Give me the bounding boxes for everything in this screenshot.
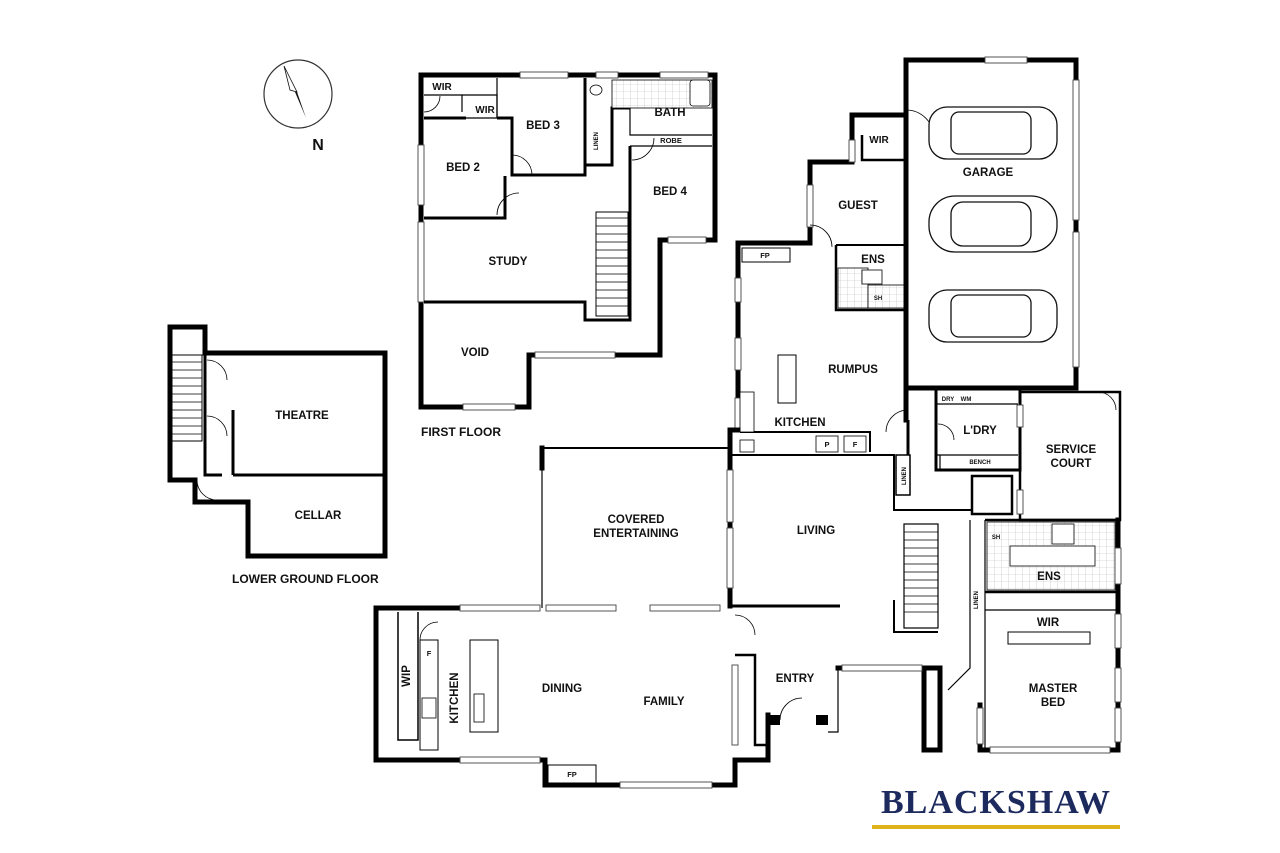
bench-label: BENCH: [969, 460, 990, 466]
laundry-label: L'DRY: [963, 425, 997, 437]
void-label: VOID: [461, 347, 489, 359]
theatre-label: THEATRE: [275, 410, 329, 422]
bath-label: BATH: [654, 107, 685, 119]
master-wir-label: WIR: [1037, 617, 1060, 629]
robe-label: ROBE: [660, 136, 682, 145]
guest-ens-label: ENS: [861, 254, 885, 266]
washer-label: WM: [961, 397, 972, 403]
hall-linen-label: LINEN: [902, 467, 908, 485]
dining-label: DINING: [542, 683, 582, 695]
dryer-label: DRY: [942, 397, 954, 403]
bed4-label: BED 4: [653, 186, 687, 198]
first-floor-plan: [417, 71, 718, 411]
brand-underline: [872, 825, 1120, 829]
first-linen-label: LINEN: [594, 132, 600, 150]
covered-line1: COVERED: [608, 514, 665, 526]
service-court-line1: SERVICE: [1046, 444, 1097, 456]
master-suite: [921, 517, 1122, 754]
main-fridge-label: F: [427, 649, 432, 658]
bed3-label: BED 3: [526, 120, 560, 132]
bed2-label: BED 2: [446, 162, 480, 174]
first-floor-label: FIRST FLOOR: [421, 425, 501, 439]
entry-label: ENTRY: [776, 673, 815, 685]
garage-car-3-icon: [928, 289, 1058, 343]
fridge-label: F: [853, 440, 858, 449]
master-linen-label: LINEN: [974, 591, 980, 609]
lower-ground-plan: [167, 324, 388, 559]
compass-north-label: N: [312, 137, 324, 154]
lower-ground-floor-label: LOWER GROUND FLOOR: [232, 572, 379, 586]
cellar-label: CELLAR: [295, 510, 342, 522]
ground-east-wing: [734, 56, 1080, 453]
entry-area: [768, 664, 927, 733]
living-area: [539, 445, 972, 633]
garage-label: GARAGE: [963, 167, 1014, 179]
garage-car-2-icon: [928, 195, 1058, 253]
brand-logo: BLACKSHAW: [880, 784, 1112, 821]
wip-label: WIP: [401, 665, 413, 687]
compass-icon: [263, 59, 333, 129]
main-living-wing: [373, 604, 771, 789]
master-bed-line1: MASTER: [1029, 683, 1078, 695]
pantry-label: P: [824, 440, 829, 449]
guest-label: GUEST: [838, 200, 878, 212]
main-kitchen-label: KITCHEN: [449, 672, 461, 723]
study-label: STUDY: [489, 256, 528, 268]
rumpus-fp-label: FP: [760, 251, 770, 260]
guest-wir-label: WIR: [869, 135, 889, 146]
living-label: LIVING: [797, 525, 835, 537]
master-ens-label: ENS: [1037, 571, 1061, 583]
service-court-line2: COURT: [1051, 458, 1092, 470]
covered-line2: ENTERTAINING: [593, 528, 678, 540]
laundry-service-area: [895, 388, 1122, 522]
dining-fp-label: FP: [567, 770, 577, 779]
first-wir-a-label: WIR: [432, 82, 452, 93]
guest-shower-label: SH: [874, 296, 882, 302]
first-floor-stair-icon: [595, 211, 629, 317]
rumpus-kitchen-label: KITCHEN: [774, 417, 825, 429]
lower-stair-icon: [171, 354, 203, 442]
first-wir-b-label: WIR: [475, 105, 495, 116]
living-stair-icon: [903, 523, 939, 629]
rumpus-label: RUMPUS: [828, 364, 878, 376]
garage-car-1-icon: [928, 106, 1058, 160]
master-shower-label: SH: [992, 535, 1000, 541]
family-label: FAMILY: [643, 696, 684, 708]
master-bed-line2: BED: [1041, 697, 1065, 709]
